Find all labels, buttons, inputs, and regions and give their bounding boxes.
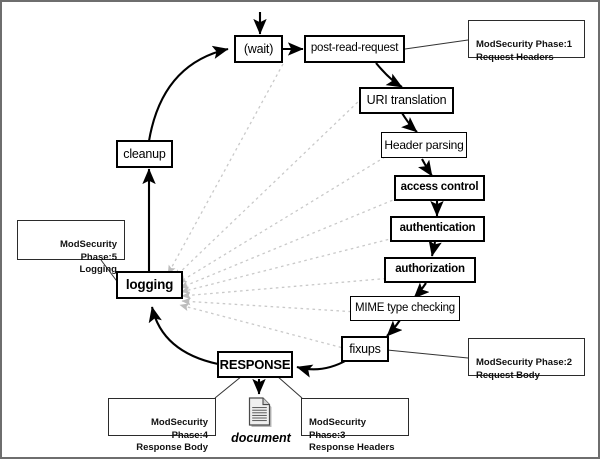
arrow-cleanup-to-wait	[147, 45, 229, 142]
node-authentication-label: authentication	[399, 222, 476, 235]
node-authorization-label: authorization	[395, 263, 465, 276]
leader-phase1	[397, 39, 469, 51]
note-modsecurity-phase-4: ModSecurity Phase:4 Response Body	[108, 398, 216, 453]
note-modsecurity-phase-2: ModSecurity Phase:2 Request Body	[468, 338, 585, 381]
note-modsecurity-phase-3: ModSecurity Phase:3 Response Headers	[301, 398, 409, 453]
leader-phase3	[276, 375, 303, 399]
arrow-header-parsing-to-access	[418, 158, 433, 177]
node-cleanup-label: cleanup	[123, 146, 166, 161]
note-phase-5-line-1: ModSecurity Phase:5	[59, 238, 117, 263]
node-uri-translation[interactable]: URI translation	[359, 87, 454, 114]
document-label: document	[231, 431, 291, 445]
node-fixups[interactable]: fixups	[341, 336, 389, 362]
flow-arrows	[142, 12, 444, 395]
node-authentication[interactable]: authentication	[390, 216, 485, 242]
node-access-control-label: access control	[400, 181, 479, 194]
note-phase-5-line-2: Logging	[79, 264, 117, 276]
node-mime-type-checking[interactable]: MIME type checking	[350, 296, 460, 321]
node-wait[interactable]: (wait)	[234, 35, 283, 63]
node-response-label: RESPONSE	[219, 357, 291, 372]
node-cleanup[interactable]: cleanup	[116, 140, 173, 168]
node-authorization[interactable]: authorization	[384, 257, 476, 283]
arrow-authentication-to-authorization	[428, 239, 442, 257]
node-header-parsing-label: Header parsing	[384, 138, 464, 152]
note-modsecurity-phase-5: ModSecurity Phase:5 Logging	[17, 220, 125, 275]
node-post-read-request[interactable]: post-read-request	[304, 35, 405, 63]
note-phase-3-line-2: Response Headers	[309, 442, 395, 454]
note-phase-2-line-2: Request Body	[476, 369, 540, 381]
arrow-fixups-to-response	[296, 359, 348, 378]
node-logging[interactable]: logging	[116, 271, 183, 299]
document-icon	[248, 397, 272, 427]
note-phase-2-line-1: ModSecurity Phase:2	[476, 356, 573, 368]
node-mime-type-checking-label: MIME type checking	[355, 301, 455, 314]
arrow-uri-to-header-parsing	[401, 112, 418, 133]
arrow-mime-to-fixups	[386, 319, 403, 337]
node-access-control[interactable]: access control	[394, 175, 485, 201]
note-phase-4-line-2: Response Body	[136, 442, 208, 454]
note-phase-4-line-1: ModSecurity Phase:4	[150, 416, 208, 441]
note-phase-1-line-2: Request Headers	[476, 51, 554, 63]
node-wait-label: (wait)	[243, 41, 274, 56]
arrow-response-to-logging	[148, 306, 219, 366]
node-post-read-request-label: post-read-request	[310, 42, 399, 55]
node-fixups-label: fixups	[349, 341, 381, 356]
node-uri-translation-label: URI translation	[366, 93, 447, 108]
arrow-post-read-to-uri	[375, 62, 403, 88]
leader-phase2	[386, 349, 469, 359]
leader-phase4	[214, 375, 243, 399]
note-phase-1-line-1: ModSecurity Phase:1	[476, 38, 573, 50]
note-phase-3-line-1: ModSecurity Phase:3	[309, 416, 367, 441]
note-modsecurity-phase-1: ModSecurity Phase:1 Request Headers	[468, 20, 585, 63]
node-header-parsing[interactable]: Header parsing	[381, 132, 467, 158]
node-logging-label: logging	[125, 277, 174, 293]
phase-hook-lines	[167, 63, 399, 350]
node-response[interactable]: RESPONSE	[217, 351, 293, 378]
